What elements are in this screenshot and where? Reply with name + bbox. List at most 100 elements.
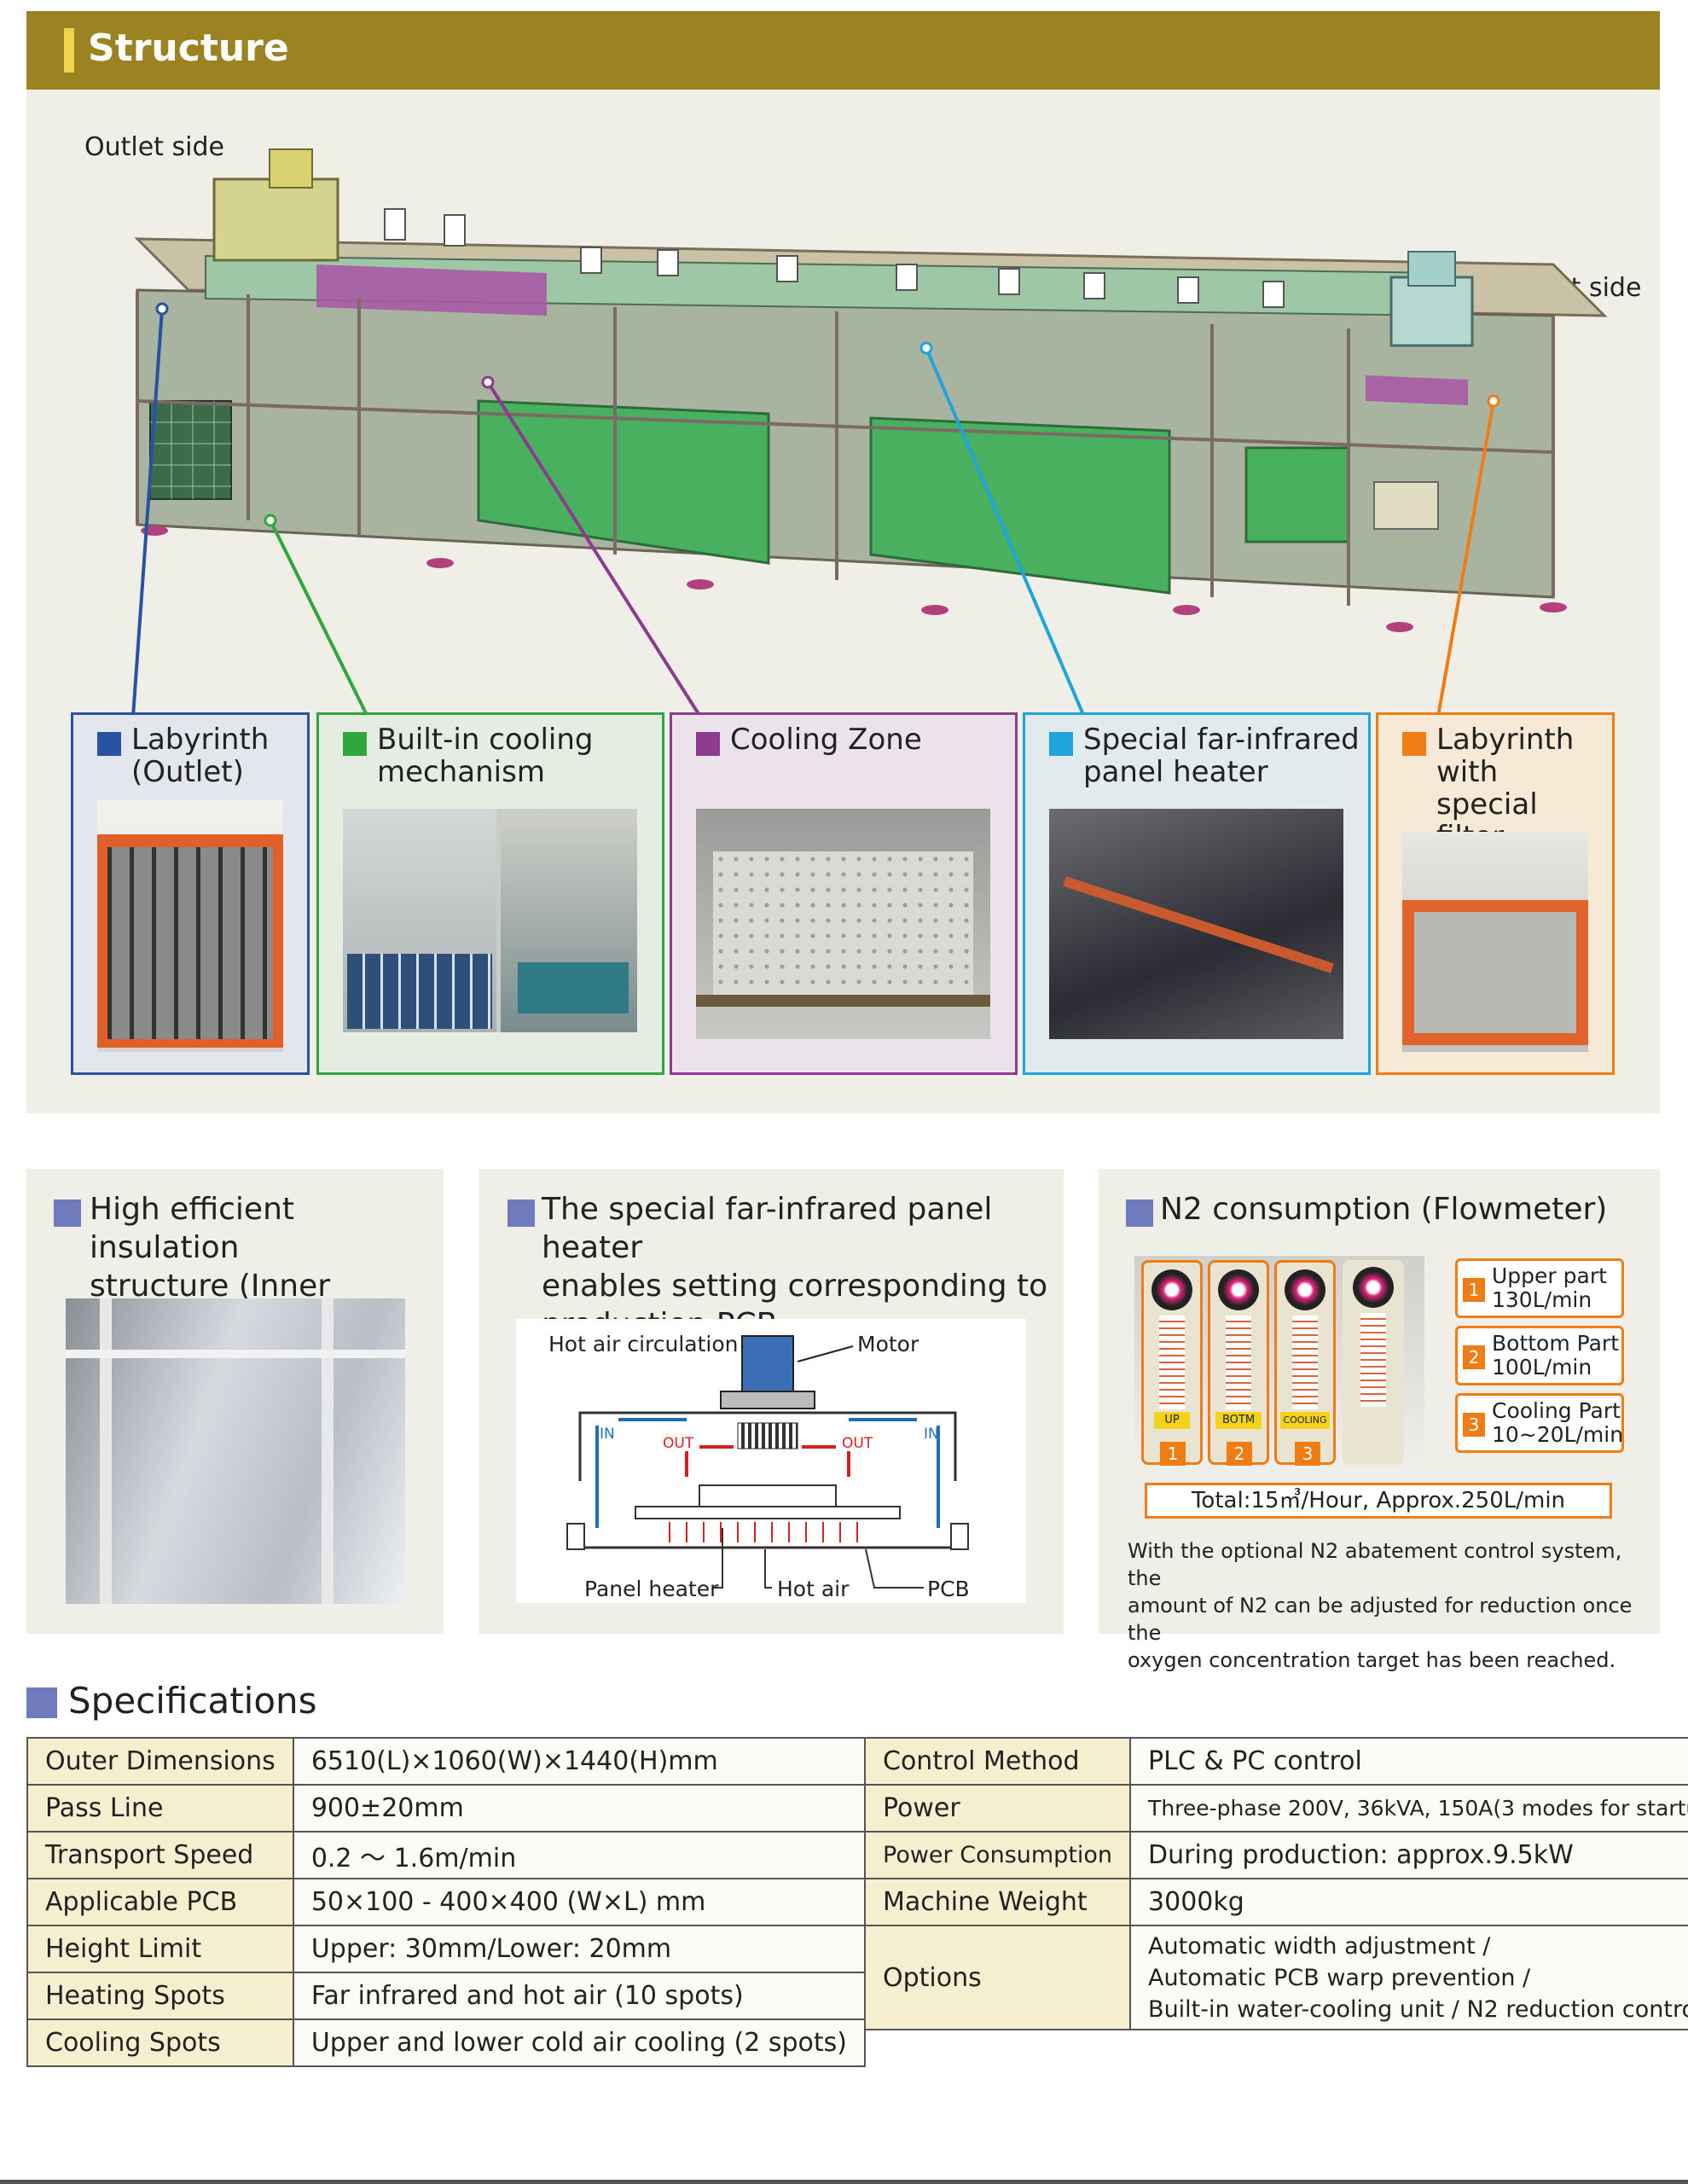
feature-title: Labyrinth with special filter (Inlet) — [1436, 723, 1575, 886]
flowmeter-tag: COOLING — [1280, 1412, 1330, 1429]
outlet-side-label: Outlet side — [84, 132, 224, 162]
flowmeter-photo: UP BOTM COOLING 1 2 3 — [1134, 1256, 1424, 1466]
legend-line2: 100L/min — [1492, 1355, 1592, 1380]
feature-square-icon — [343, 732, 367, 756]
insulation-panel: High efficient insulation structure (Inn… — [26, 1169, 444, 1634]
cooling-zone-photo — [696, 809, 990, 1039]
spec-label: Control Method — [863, 1737, 1132, 1786]
spec-label: Outer Dimensions — [26, 1737, 294, 1786]
spec-label: Pass Line — [26, 1784, 294, 1833]
feature-title: Built-in cooling mechanism — [377, 723, 594, 789]
n2-title: N2 consumption (Flowmeter) — [1160, 1192, 1608, 1227]
feature-title: Special far-infrared panel heater — [1083, 723, 1360, 789]
flowmeter-3: COOLING — [1274, 1260, 1336, 1465]
spec-label: Heating Spots — [26, 1972, 294, 2020]
flowmeter-tag: UP — [1154, 1412, 1190, 1429]
spec-label: Power Consumption — [863, 1831, 1132, 1879]
flowmeter-4 — [1343, 1260, 1404, 1465]
spec-label: Cooling Spots — [26, 2018, 294, 2067]
legend-line2: 130L/min — [1492, 1287, 1592, 1312]
flowmeter-2: BOTM — [1208, 1260, 1269, 1465]
spec-value: During production: approx.9.5kW — [1129, 1831, 1688, 1879]
square-bullet-icon — [54, 1199, 81, 1227]
spec-label: Height Limit — [26, 1925, 294, 1973]
motor-label: Motor — [857, 1332, 919, 1356]
n2-legend-upper: 1 Upper part 130L/min — [1455, 1258, 1624, 1318]
spec-value: Far infrared and hot air (10 spots) — [292, 1972, 866, 2020]
spec-label: Transport Speed — [26, 1831, 294, 1879]
spec-value: Automatic width adjustment / Automatic P… — [1129, 1925, 1688, 2030]
flowmeter-number-badge: 2 — [1227, 1442, 1252, 1466]
n2-panel: N2 consumption (Flowmeter) UP BOTM COOLI… — [1099, 1169, 1660, 1672]
flowmeter-tag: BOTM — [1215, 1412, 1262, 1429]
out-left-label: OUT — [663, 1435, 694, 1452]
spec-value: 50×100 - 400×400 (W×L) mm — [292, 1878, 866, 1926]
feature-far-infrared-heater: Special far-infrared panel heater — [1023, 712, 1371, 1075]
n2-note: With the optional N2 abatement control s… — [1128, 1539, 1633, 1672]
feature-title: Labyrinth (Outlet) — [131, 723, 270, 789]
inner-jacket-photo — [66, 1298, 405, 1604]
feature-square-icon — [1402, 732, 1426, 756]
n2-total: Total:15㎥/Hour, Approx.250L/min — [1145, 1483, 1612, 1519]
spec-value: 6510(L)×1060(W)×1440(H)mm — [292, 1737, 866, 1786]
heater-panel: The special far-infrared panel heater en… — [479, 1169, 1064, 1634]
in-right-label: IN — [924, 1426, 939, 1443]
section-header: Structure — [26, 11, 1660, 90]
hot-air-diagram: Hot air circulation Motor Panel heater H… — [516, 1319, 1026, 1603]
reflow-oven-illustration — [131, 148, 1608, 718]
bottom-rule — [0, 2180, 1688, 2184]
section-title: Structure — [88, 26, 289, 70]
feature-square-icon — [696, 732, 720, 756]
spec-value: Upper: 30mm/Lower: 20mm — [292, 1925, 866, 1973]
square-bullet-icon — [1126, 1199, 1153, 1227]
n2-legend-cooling: 3 Cooling Part 10~20L/min — [1455, 1393, 1624, 1453]
flowmeter-number-badge: 3 — [1295, 1442, 1320, 1466]
hot-air-label: Hot air — [777, 1577, 850, 1601]
in-left-label: IN — [600, 1426, 615, 1443]
spec-label: Applicable PCB — [26, 1878, 294, 1926]
structure-panel: Outlet side Inlet side — [26, 90, 1660, 1113]
feature-labyrinth-inlet: Labyrinth with special filter (Inlet) — [1376, 712, 1615, 1075]
spec-value: Upper and lower cold air cooling (2 spot… — [292, 2018, 866, 2067]
legend-line2: 10~20L/min — [1492, 1422, 1624, 1447]
spec-value: Three-phase 200V, 36kVA, 150A(3 modes fo… — [1129, 1784, 1688, 1833]
flowmeter-number-badge: 1 — [1160, 1442, 1186, 1466]
hot-air-circulation-label: Hot air circulation — [548, 1332, 739, 1356]
feature-cooling-zone: Cooling Zone — [670, 712, 1018, 1075]
flowmeter-1: UP — [1141, 1260, 1203, 1465]
spec-value: 900±20mm — [292, 1784, 866, 1833]
feature-square-icon — [1049, 732, 1073, 756]
labyrinth-inlet-photo — [1402, 832, 1588, 1052]
panel-heater-label: Panel heater — [584, 1577, 719, 1601]
feature-labyrinth-outlet: Labyrinth (Outlet) — [71, 712, 310, 1075]
spec-value: PLC & PC control — [1129, 1737, 1688, 1786]
feature-title: Cooling Zone — [730, 723, 922, 757]
feature-built-in-cooling: Built-in cooling mechanism — [316, 712, 664, 1075]
cooling-mechanism-photo — [343, 809, 637, 1032]
n2-legend-bottom: 2 Bottom Part 100L/min — [1455, 1326, 1624, 1385]
legend-line1: Cooling Part — [1492, 1398, 1621, 1423]
spec-value: 3000kg — [1129, 1878, 1688, 1926]
legend-number-badge: 2 — [1463, 1345, 1485, 1369]
feature-square-icon — [97, 732, 121, 756]
legend-line1: Upper part — [1492, 1263, 1607, 1288]
header-accent-bar — [64, 28, 74, 73]
legend-number-badge: 3 — [1463, 1413, 1485, 1437]
legend-number-badge: 1 — [1463, 1278, 1485, 1302]
square-bullet-icon — [508, 1199, 535, 1227]
spec-value: 0.2 ～ 1.6m/min — [292, 1831, 866, 1879]
labyrinth-outlet-photo — [97, 800, 283, 1052]
